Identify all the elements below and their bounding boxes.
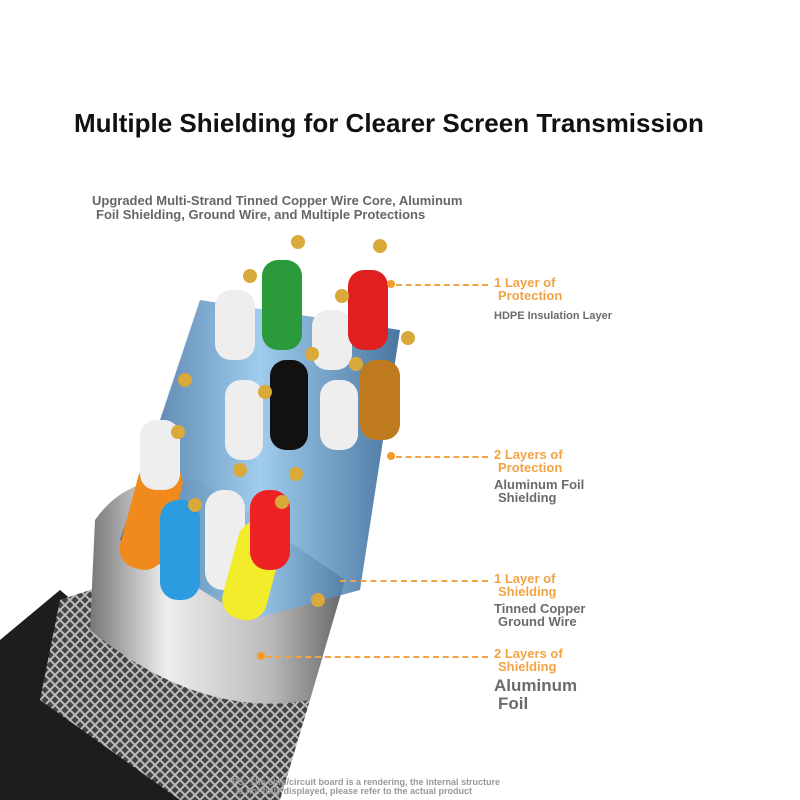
callout-desc: Ground Wire [498, 614, 577, 629]
callout-line [396, 456, 488, 458]
wire-blue [160, 500, 200, 600]
callout-dot [387, 280, 395, 288]
callout-line [266, 656, 488, 658]
callout-heading: Shielding [498, 659, 557, 674]
callout-ground-wire: 1 Layer of Shielding Tinned Copper Groun… [494, 572, 585, 628]
note-line: is not fully displayed, please refer to … [236, 786, 473, 796]
wire-white [320, 380, 358, 450]
callout-line [396, 284, 488, 286]
wire-white [225, 380, 263, 460]
subtitle: Upgraded Multi-Strand Tinned Copper Wire… [92, 194, 462, 222]
callout-desc: Shielding [498, 490, 557, 505]
callout-desc: HDPE Insulation Layer [494, 310, 612, 322]
callout-heading: Protection [498, 460, 563, 475]
wire-red [250, 490, 290, 570]
callout-dot [257, 652, 265, 660]
callout-heading: 1 Layer of [494, 571, 556, 586]
callout-heading: Shielding [498, 584, 557, 599]
callout-line [340, 580, 488, 582]
wire-white [140, 420, 180, 490]
copper-strands [171, 235, 415, 607]
callout-dot [387, 452, 395, 460]
callout-heading: Protection [498, 288, 563, 303]
callout-hdpe: 1 Layer of Protection HDPE Insulation La… [494, 276, 612, 323]
wire-red [348, 270, 388, 350]
callout-aluminum-foil: 2 Layers of Shielding Aluminum Foil [494, 647, 577, 713]
callout-desc: Aluminum [494, 676, 578, 695]
wire-white [215, 290, 255, 360]
callout-heading: 1 Layer of [494, 275, 556, 290]
callout-desc: Aluminum Foil [494, 477, 585, 492]
callout-desc: Foil [498, 694, 529, 713]
wires [119, 260, 400, 621]
wire-brown [360, 360, 400, 440]
callout-heading: 2 Layers of [494, 447, 563, 462]
disclaimer-note: PS: The chip/circuit board is a renderin… [232, 778, 500, 796]
wire-white [312, 310, 352, 370]
wire-black [270, 360, 308, 450]
callout-desc: Tinned Copper [494, 601, 586, 616]
subtitle-line: Upgraded Multi-Strand Tinned Copper Wire… [92, 193, 463, 208]
page-title: Multiple Shielding for Clearer Screen Tr… [74, 108, 704, 138]
subtitle-line: Foil Shielding, Ground Wire, and Multipl… [96, 207, 426, 222]
callout-heading: 2 Layers of [494, 646, 563, 661]
callout-foil-shielding: 2 Layers of Protection Aluminum Foil Shi… [494, 448, 584, 504]
wire-green [262, 260, 302, 350]
note-line: PS: The chip/circuit board is a renderin… [232, 777, 501, 787]
